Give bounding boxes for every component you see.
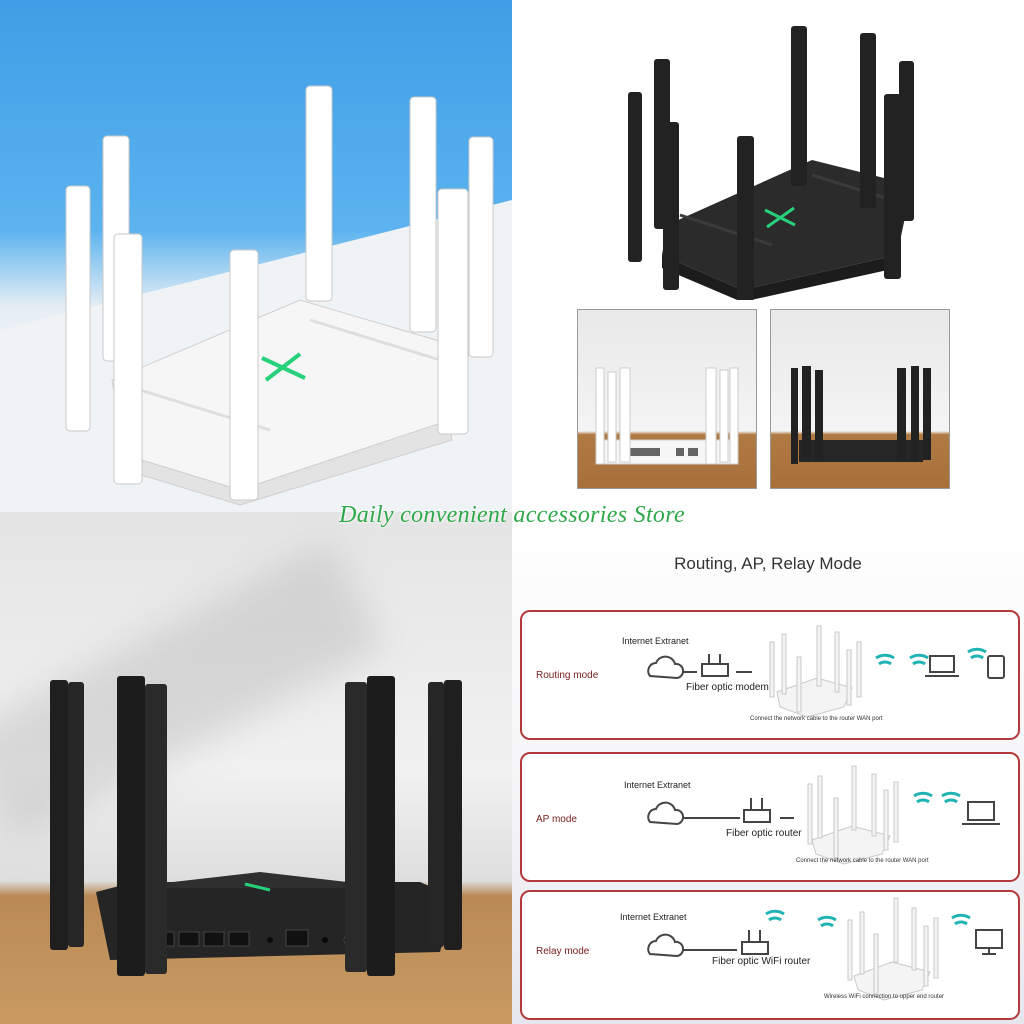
wifi-icon [951,913,971,926]
monitor-icon [975,929,1003,955]
router-image [847,897,939,1001]
cloud-icon [647,801,685,826]
ap-mode-diagram [647,765,1000,865]
black-router-rear-illustration [50,676,462,976]
routing-mode-diagram [647,625,1005,718]
routing-mode-label: Routing mode [536,670,599,681]
black-router-photo [512,0,1024,512]
ap-mode-card: AP mode Internet Extranet Fiber optic ro… [520,752,1020,882]
white-router-photo [0,0,512,512]
relay-note-label: Wireless WiFi connection to upper end ro… [824,994,945,1000]
router-icon [743,798,771,823]
white-router-rear-thumbnail [577,309,757,489]
wifi-icon [941,791,961,804]
relay-mode-label: Relay mode [536,946,590,957]
cloud-icon [647,655,685,680]
wifi-icon [909,653,929,666]
modes-panel-title: Routing, AP, Relay Mode [674,554,862,573]
routing-device-label: Fiber optic modem [686,682,769,693]
wifi-icon [817,915,837,928]
cloud-icon [647,933,685,958]
white-router-illustration [0,85,512,512]
black-router-rear-photo [0,512,512,1024]
laptop-icon [925,655,959,677]
relay-mode-card: Relay mode Internet Extranet Fiber optic… [520,890,1020,1020]
routing-extranet-label: Internet Extranet [622,636,689,646]
laptop-icon [962,801,1000,825]
black-router-illustration [628,26,914,302]
black-router-rear-thumbnail [770,309,950,489]
routing-mode-card: Routing mode Internet Extranet Fiber opt… [520,610,1020,740]
store-name-watermark: Daily convenient accessories Store [339,502,685,528]
relay-device-label: Fiber optic WiFi router [712,956,811,967]
relay-mode-diagram [647,897,1003,1001]
modem-icon [701,654,729,677]
router-image [769,625,862,718]
ap-note-label: Connect the network cable to the router … [796,858,929,864]
ap-device-label: Fiber optic router [726,828,802,839]
tablet-icon [987,655,1005,679]
modes-panel: Routing, AP, Relay Mode [512,512,1024,1024]
wifi-icon [967,647,987,660]
relay-extranet-label: Internet Extranet [620,912,687,922]
routing-note-label: Connect the network cable to the router … [750,716,883,722]
wifi-icon [913,791,933,804]
wifi-icon [765,909,785,922]
wifi-icon [875,653,895,666]
ap-mode-label: AP mode [536,814,577,825]
router-image [807,765,899,865]
ap-extranet-label: Internet Extranet [624,780,691,790]
router-icon [741,930,769,955]
